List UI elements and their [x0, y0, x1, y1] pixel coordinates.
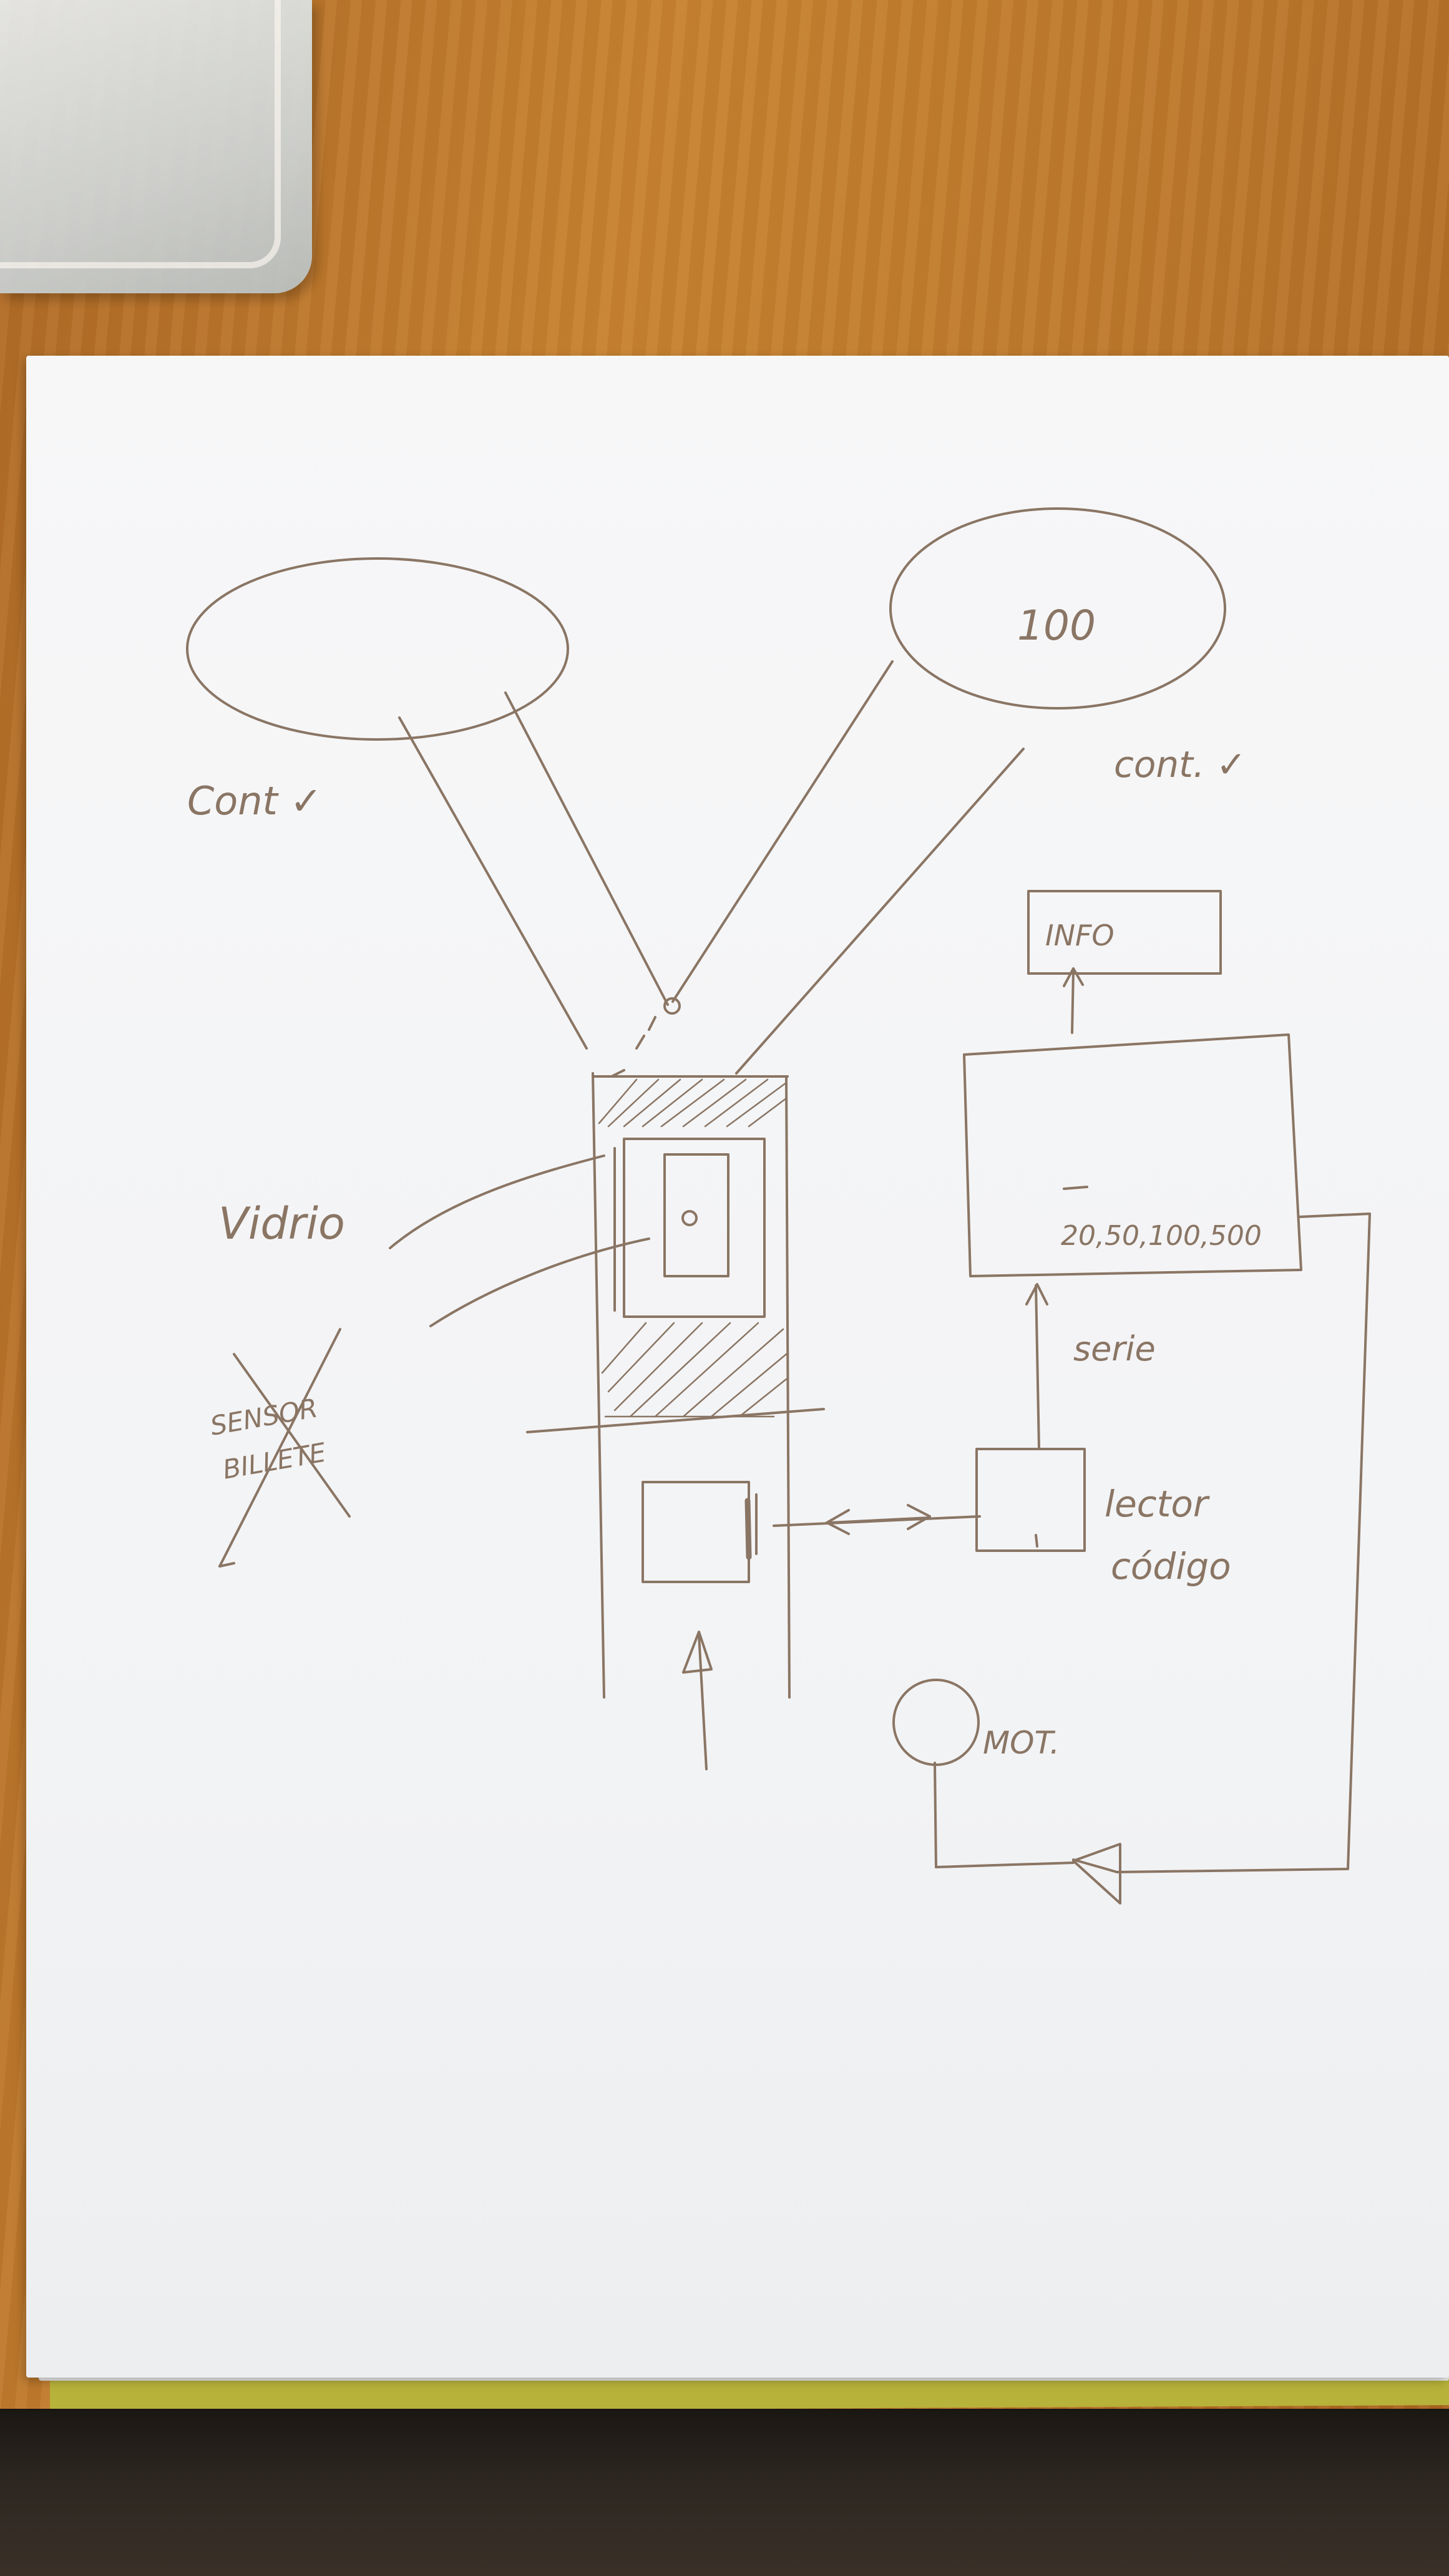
right-display-ellipse: [889, 507, 1226, 710]
paper-sheet: [26, 356, 1449, 2378]
lens-dot: [663, 997, 681, 1015]
pointer-line-left-a: [398, 716, 588, 1050]
pointer-line-right-b: [735, 748, 1025, 1075]
motor-feedback-line: [1116, 1212, 1371, 1873]
reader-slot-box: [642, 1481, 750, 1583]
codigo-label: código: [1111, 1545, 1231, 1588]
glass-window: [623, 1138, 766, 1318]
billete-label: BILLETE: [220, 1437, 328, 1485]
vidrio-pointer-a: [389, 1154, 605, 1249]
processor-box: [963, 1033, 1302, 1277]
motor-direction-arrow: [1072, 1843, 1121, 1905]
device-left-wall: [592, 1072, 605, 1699]
floor-shadow: [0, 2409, 1449, 2576]
lector-box: [975, 1448, 1086, 1552]
device-right-wall: [785, 1075, 791, 1699]
camera-window: [663, 1153, 729, 1277]
cont-left-label: Cont ✓: [187, 778, 323, 824]
pointer-line-right-a: [671, 660, 894, 1003]
info-label: INFO: [1045, 919, 1115, 952]
serie-label: serie: [1073, 1329, 1156, 1368]
hatched-band-top: [598, 1078, 788, 1128]
motor-circle: [892, 1679, 980, 1766]
motor-label: MOT.: [983, 1725, 1060, 1761]
camera-lens: [681, 1210, 698, 1226]
hatched-band-bottom: [601, 1322, 788, 1418]
left-display-ellipse: [186, 557, 569, 741]
values-label: 20,50,100,500: [1061, 1220, 1262, 1252]
info-arrow: [1071, 969, 1075, 1034]
sensor-label: SENSOR: [208, 1392, 320, 1441]
separator-line: [526, 1408, 825, 1433]
info-box: [1027, 890, 1222, 975]
entry-arrow: [698, 1634, 708, 1770]
pointer-line-left-b: [504, 691, 669, 1006]
cross-line-a: [233, 1353, 351, 1518]
ellipse-value-label: 100: [1017, 602, 1096, 650]
lector-label: lector: [1105, 1483, 1210, 1525]
vidrio-pointer-b: [429, 1237, 650, 1327]
cont-right-label: cont. ✓: [1114, 743, 1246, 786]
cross-line-b: [218, 1328, 341, 1568]
plastic-container: [0, 0, 312, 293]
vidrio-label: Vidrio: [218, 1198, 345, 1249]
serie-arrow: [1035, 1284, 1040, 1450]
